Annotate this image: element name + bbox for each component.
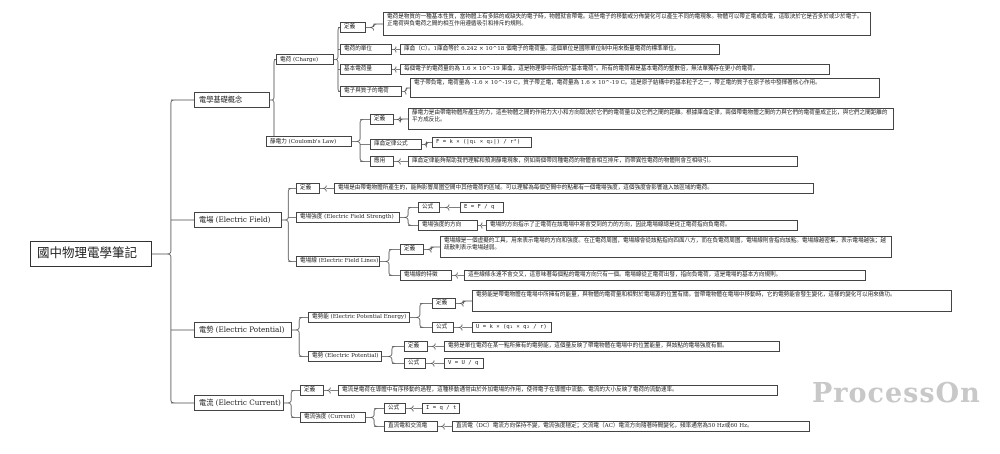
potential-formula: V = U / q [444,358,484,369]
coulomb-application-text: 庫侖定律能夠幫助我們理解和預測靜電現象，例如兩個帶同種電荷的物體會相互排斥，而帶… [408,156,798,167]
basic-charge-label[interactable]: 基本電荷量 [340,64,392,75]
connector-brace [428,343,444,350]
coulomb-formula-label[interactable]: 庫侖定律公式 [370,139,422,150]
connector-brace [426,360,444,367]
connector-brace [266,59,277,142]
processon-watermark: ProcessOn [812,378,981,409]
current-strength-node[interactable]: 電流強度 (Current) [300,412,366,423]
electric-potential-node[interactable]: 電勢 (Electric Potential) [194,322,292,338]
connector-brace [394,116,408,123]
field-strength-node[interactable]: 電場強度 (Electric Field Strength) [296,212,400,223]
field-lines-feature-text: 這些線條永遠不會交叉，這意味著每個點的電場方向只有一個。電場線從正電荷出發，指向… [464,270,866,281]
field-direction-label[interactable]: 電場強度的方向 [418,220,478,231]
coulomb-formula: F = k × (|q₁ × q₂|) / r²) [432,137,532,148]
potential-formula-label[interactable]: 公式 [404,358,426,369]
connector-brace [324,387,338,394]
potential-node[interactable]: 電勢 (Electric Potential) [308,351,382,362]
connector-brace [438,423,452,430]
field-definition-label[interactable]: 定義 [296,183,320,194]
potential-energy-node[interactable]: 電勢能 (Electric Potential Energy) [308,312,410,323]
field-strength-formula-label[interactable]: 公式 [418,202,440,213]
connector-brace [282,188,296,262]
potential-definition-text: 電勢是單位電荷在某一點所擁有的電勢能，這個量反映了帶電物體在電場中的位置能量，與… [444,341,780,352]
connector-brace [366,408,384,427]
electric-field-node[interactable]: 電場 (Electric Field) [194,212,282,228]
potential-energy-formula: U = k × (q₁ × q₂ / r) [472,322,552,333]
connector-brace [152,99,194,404]
connector-brace [440,204,460,211]
connector-brace [454,324,472,331]
connector-brace [452,272,464,279]
connector-brace [352,119,370,162]
connector-brace [402,87,410,95]
root-node[interactable]: 國中物理電學筆記 [30,241,152,267]
field-strength-formula: E = F / q [460,202,504,213]
potential-energy-definition-text: 電勢能是帶電物體在電場中所擁有的能量，與物體的電荷量和相對於電場源的位置有關。當… [472,290,952,312]
charge-definition-text: 電荷是物質的一種基本性質，當物體上有多餘的或缺失的電子時，物體就會帶電。這些電子… [383,12,871,36]
potential-energy-formula-label[interactable]: 公式 [432,322,454,333]
field-lines-definition-text: 電場線是一個虛擬的工具，用來表示電場的方向和強度。在正電荷周圍，電場線會從該點指… [440,236,892,258]
current-definition-text: 電流是電荷在導體中有序移動的過程，這種移動通常由於外加電場的作用，使得電子在導體… [338,385,778,396]
coulomb-definition-label[interactable]: 定義 [370,114,394,125]
dc-ac-label[interactable]: 直流電和交流電 [384,421,438,432]
connector-brace [284,390,300,418]
electron-proton-text: 電子帶負電，電荷量為 -1.6 × 10^-19 C，質子帶正電，電荷量為 1.… [410,78,880,98]
connector-brace [410,303,432,328]
field-lines-node[interactable]: 電場線 (Electric Field Lines) [296,256,380,267]
current-formula: I = q / t [422,403,460,414]
connector-brace [320,185,334,192]
charge-unit-text: 庫侖（C）。1庫侖等於 6.242 × 10^18 個電子的電荷量。這個單位是國… [400,44,720,55]
connector-brace [424,246,440,253]
connector-brace [422,141,432,148]
dc-ac-text: 直流電（DC）電流方向保持不變，電流強度穩定；交流電（AC）電流方向隨著時間變化… [452,421,810,432]
potential-energy-definition-label[interactable]: 定義 [432,298,456,309]
coulomb-definition-text: 靜電力是由帶電物體所產生的力，這些物體之間的作用力大小和方向取決於它們的電荷量以… [408,108,894,130]
field-lines-feature-label[interactable]: 電場線的特徵 [400,270,452,281]
connector-brace [478,222,486,229]
connector-brace [366,23,383,31]
connector-brace [394,158,408,165]
field-direction-text: 電場的方向指示了正電荷在該電場中將會受到的力的方向，因此電場線總是從正電荷指向負… [486,220,798,231]
connector-brace [456,300,472,307]
current-definition-label[interactable]: 定義 [300,385,324,396]
electric-current-node[interactable]: 電流 (Electric Current) [194,395,284,411]
connector-brace [380,249,400,276]
charge-definition-label[interactable]: 定義 [340,22,366,33]
basic-charge-text: 每個電子的電荷量約為 1.6 × 10^-19 庫侖，這是物理學中所說的"基本電… [400,64,830,75]
connector-brace [406,405,422,412]
connector-brace [382,346,404,364]
basic-concepts-node[interactable]: 電學基礎概念 [194,92,270,108]
connector-brace [292,317,308,357]
charge-node[interactable]: 電荷 (Charge) [276,54,334,65]
coulomb-application-label[interactable]: 應用 [370,156,394,167]
connector-brace [392,66,400,73]
connector-brace [392,46,400,53]
field-lines-definition-label[interactable]: 定義 [400,244,424,255]
current-formula-label[interactable]: 公式 [384,403,406,414]
coulomb-node[interactable]: 靜電力 (Coulomb's Law) [266,136,352,147]
field-definition-text: 電場是由帶電物體所產生的，能夠影響周圍空間中其他電荷的區域。可以理解為每個空間中… [334,183,814,194]
electron-proton-label[interactable]: 電子與質子的電荷 [340,86,402,97]
connector-brace [400,207,418,226]
charge-unit-label[interactable]: 電荷的單位 [340,44,392,55]
potential-definition-label[interactable]: 定義 [404,341,428,352]
connector-brace [334,27,341,92]
